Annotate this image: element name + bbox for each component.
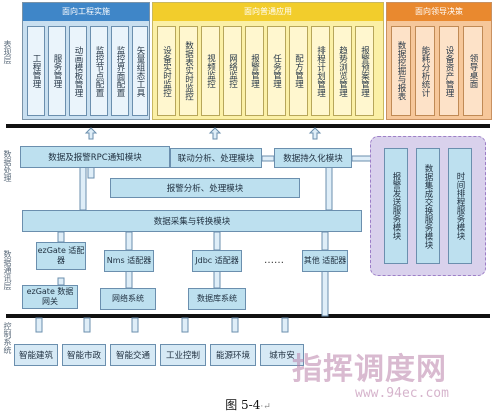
arrow-ezgate-gw <box>57 277 65 286</box>
gen-item-7: 排程计划管理 <box>311 26 330 116</box>
control-traffic: 智能交通 <box>110 344 156 366</box>
service-alarm-send: 报警发送服务模块 <box>384 148 408 264</box>
arrow-rpc-collect <box>79 165 87 211</box>
module-persistence: 数据持久化模块 <box>274 148 352 168</box>
control-industry: 工业控制 <box>160 344 206 366</box>
arrow-linkage-persist <box>261 155 275 162</box>
control-energy: 能源环境 <box>210 344 256 366</box>
arrow-other-down <box>321 269 329 317</box>
side-label-control: 控制系统 <box>3 322 12 354</box>
module-linkage: 联动分析、处理模块 <box>170 148 262 168</box>
lead-item-2: 设备资产管理 <box>439 26 459 116</box>
control-municipal: 智能市政 <box>62 344 106 366</box>
subsystem-ezgate-gateway: ezGate 数据网关 <box>22 285 78 309</box>
adapter-jdbc: Jdbc 适配器 <box>192 250 242 272</box>
side-label-presentation: 表现层 <box>3 40 12 64</box>
arrow-rpc-up <box>84 127 98 140</box>
arrow-persist-up <box>308 127 322 140</box>
module-rpc-notify: 数据及报警RPC通知模块 <box>20 146 170 168</box>
group-engineering-title: 面向工程实施 <box>23 3 149 21</box>
gen-item-9: 报警预案管理 <box>355 26 374 116</box>
module-data-collect: 数据采集与转换模块 <box>22 210 362 232</box>
service-data-exchange: 数据集成交换服务模块 <box>416 148 440 264</box>
arrow-collect-jdbc <box>213 231 221 251</box>
gen-item-2: 视频监控 <box>201 26 220 116</box>
eng-item-anim: 动画模板管理 <box>69 26 87 116</box>
service-scheduling: 时间排程服务模块 <box>448 148 472 264</box>
arrow-down-c0 <box>35 317 43 333</box>
arrow-down-c1 <box>83 317 91 333</box>
arrow-persist-services <box>351 155 373 162</box>
adapter-nms: Nms 适配器 <box>104 250 154 272</box>
arrow-down-c3 <box>181 317 189 333</box>
arrow-collect-ezgate <box>57 231 65 243</box>
separator-top <box>6 124 490 128</box>
eng-item-project: 工程管理 <box>27 26 45 116</box>
side-label-processing: 数据处理 <box>3 150 12 182</box>
arrow-persist-collect <box>325 165 333 211</box>
subsystem-database: 数据库系统 <box>188 288 246 310</box>
lead-item-0: 数据挖掘与报表 <box>391 26 411 116</box>
gen-item-8: 趋势浏览管理 <box>333 26 352 116</box>
adapters-ellipsis: …… <box>264 255 284 266</box>
arrow-collect-other <box>321 231 329 251</box>
eng-item-node: 监控节点配置 <box>90 26 108 116</box>
adapter-other: 其他 适配器 <box>302 250 348 272</box>
arrow-down-c5 <box>281 317 289 333</box>
side-label-comm: 数据通讯层 <box>3 250 12 290</box>
gen-item-4: 报警管理 <box>245 26 264 116</box>
watermark-url: www.94ec.com <box>355 386 449 401</box>
figure-caption-mark: ·↵ <box>260 402 271 412</box>
lead-item-1: 能耗分析统计 <box>415 26 435 116</box>
arrow-down-c4 <box>231 317 239 333</box>
eng-item-ui: 监控界面配置 <box>111 26 129 116</box>
eng-item-vector: 矢量组态工具 <box>132 26 148 116</box>
figure-caption-text: 图 5-4 <box>225 398 261 412</box>
lead-item-3: 领导桌面 <box>463 26 483 116</box>
arrow-down-c2 <box>131 317 139 333</box>
separator-bottom <box>6 314 490 318</box>
gen-item-0: 设备实时监控 <box>157 26 176 116</box>
arrow-collect-nms <box>125 231 133 251</box>
group-general-title: 面向普通应用 <box>153 3 383 21</box>
control-building: 智能建筑 <box>14 344 58 366</box>
control-city-security: 城市安 <box>260 344 304 366</box>
gen-item-5: 任务管理 <box>267 26 286 116</box>
gen-item-1: 数据表实时监控 <box>179 26 198 116</box>
arrow-jdbc-db <box>213 269 221 289</box>
group-leader-title: 面向领导决策 <box>387 3 491 21</box>
eng-item-service: 服务管理 <box>48 26 66 116</box>
subsystem-network: 网络系统 <box>100 288 156 310</box>
arrow-linkage-up <box>208 127 222 140</box>
arrow-nms-network <box>125 269 133 289</box>
watermark-logo: 指挥调度网 <box>292 352 447 387</box>
module-alarm-analysis: 报警分析、处理模块 <box>110 178 300 198</box>
adapter-ezgate: ezGate 适配器 <box>36 242 86 270</box>
gen-item-3: 网络监控 <box>223 26 242 116</box>
figure-caption: 图 5-4·↵ <box>208 396 288 413</box>
gen-item-6: 配方管理 <box>289 26 308 116</box>
